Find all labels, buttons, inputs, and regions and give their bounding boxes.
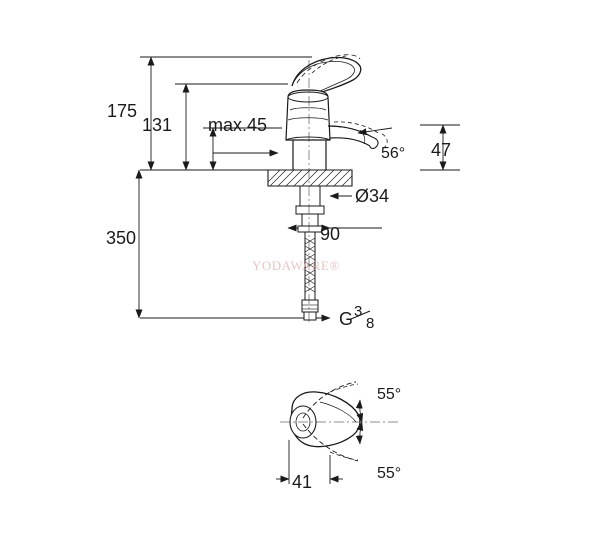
label-350: 350 — [106, 228, 136, 248]
faucet-cap-detail2 — [287, 117, 329, 121]
spout-dashed — [333, 121, 381, 135]
faucet-column-top — [285, 136, 331, 141]
label-175: 175 — [107, 101, 137, 121]
faucet-cap-detail — [289, 107, 327, 111]
counter-hatch — [267, 169, 353, 187]
faucet-spout — [327, 125, 373, 138]
label-max45: max.45 — [208, 115, 267, 135]
faucet-cap-top — [287, 91, 329, 103]
label-thread-g: G — [339, 309, 353, 329]
faucet-spout-detail — [359, 129, 366, 145]
watermark: YODAWARE® — [252, 258, 340, 273]
label-diameter-34: Ø34 — [355, 186, 389, 206]
label-47: 47 — [431, 140, 451, 160]
swing-dashed-upper — [302, 381, 357, 419]
swing-dashed-lower — [302, 423, 359, 462]
swing-dashed-upper2 — [329, 383, 359, 393]
label-56deg: 56° — [381, 145, 405, 162]
label-55deg-top: 55° — [377, 386, 401, 403]
spout-dashed2 — [381, 133, 388, 149]
hose-fitting — [301, 299, 319, 313]
mounting-washer — [297, 225, 323, 233]
label-thread-numerator: 3 — [354, 303, 362, 320]
label-55deg-bottom: 55° — [377, 465, 401, 482]
plan-cap-inner — [295, 412, 311, 432]
faucet-stud — [301, 214, 319, 226]
hose-outline — [304, 232, 316, 300]
faucet-aerator — [369, 136, 379, 150]
fraction-bar — [350, 310, 371, 320]
thread-end — [303, 311, 317, 321]
label-131: 131 — [142, 115, 172, 135]
plan-lever-detail — [319, 401, 357, 423]
faucet-spout-lower — [329, 137, 371, 147]
lever-dashed-alt2 — [311, 55, 347, 74]
label-90: 90 — [320, 224, 340, 244]
faucet-column — [292, 140, 327, 170]
label-41: 41 — [292, 472, 312, 492]
faucet-shank — [299, 186, 321, 206]
mounting-nut — [295, 205, 325, 215]
label-thread-denominator: 8 — [366, 315, 374, 332]
faucet-lever-inner — [291, 60, 355, 98]
hose-braid — [304, 237, 316, 293]
swing-dashed-lower2 — [329, 451, 359, 461]
